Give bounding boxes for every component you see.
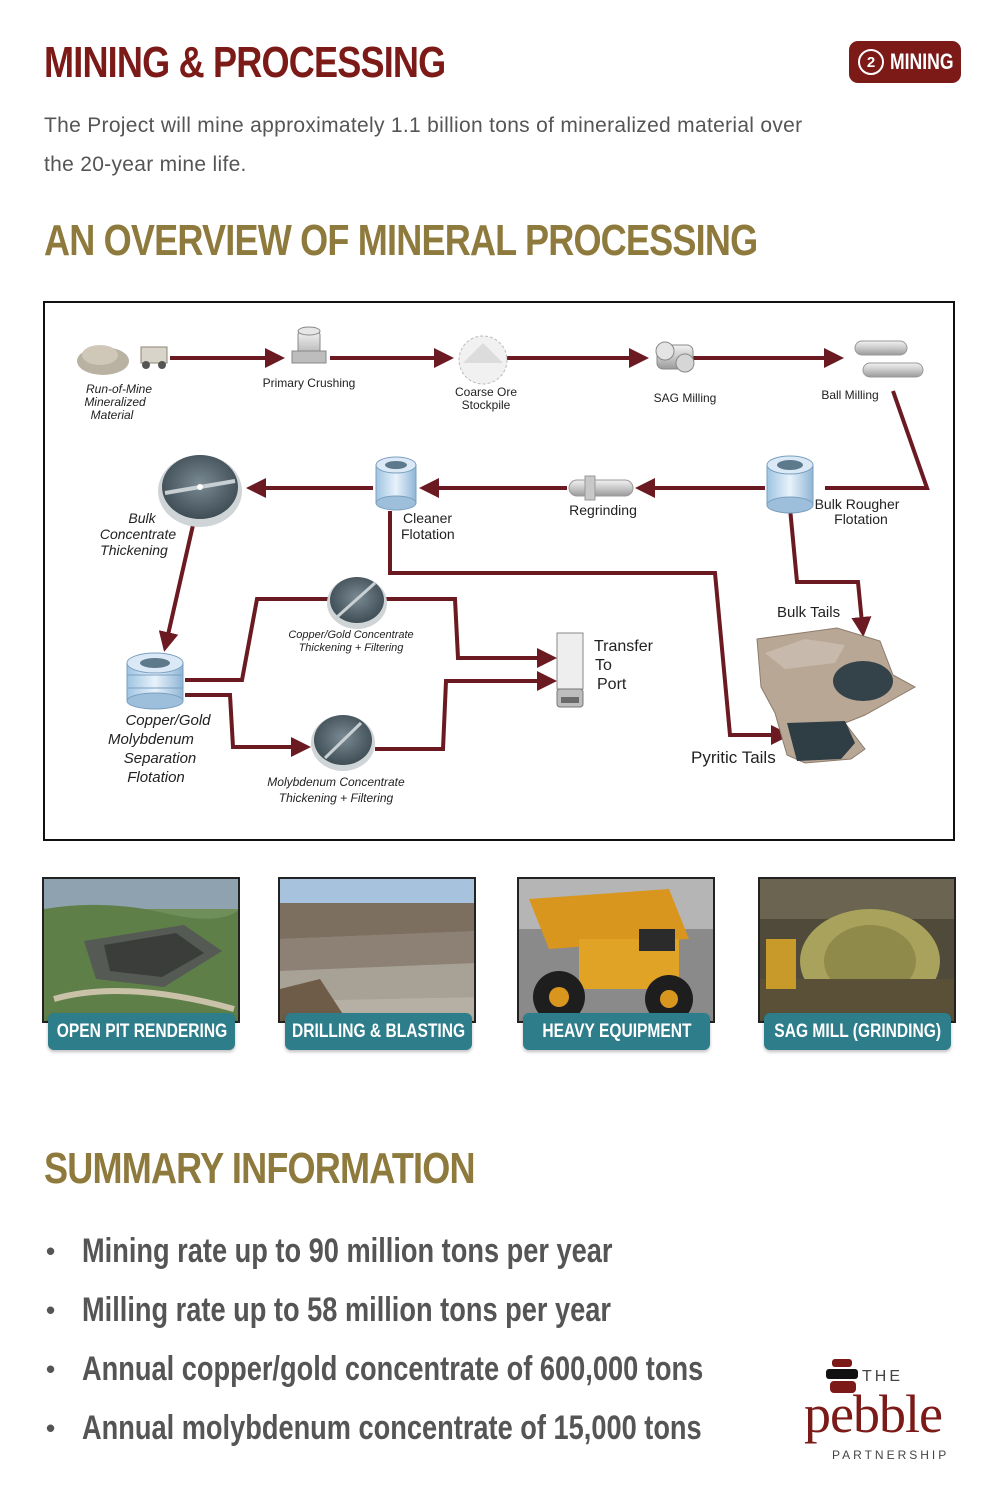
heavy-equipment-photo xyxy=(517,877,715,1023)
page-title: MINING & PROCESSING xyxy=(44,38,446,87)
logo-word: pebble xyxy=(804,1384,943,1444)
label-bulk-thickening-1: Bulk xyxy=(128,510,156,526)
label-run-of-mine-2: Mineralized xyxy=(84,395,146,409)
drilling-blasting-button[interactable]: DRILLING & BLASTING xyxy=(285,1013,472,1050)
summary-item: •Annual copper/gold concentrate of 600,0… xyxy=(44,1340,744,1399)
drilling-blasting-photo xyxy=(278,877,476,1023)
pebble-partnership-logo: THE pebble PARTNERSHIP xyxy=(800,1355,960,1465)
sag-mill-photo xyxy=(758,877,956,1023)
regrind-mill-icon xyxy=(568,475,634,501)
label-coarse-ore-1: Coarse Ore xyxy=(455,385,517,399)
intro-text: The Project will mine approximately 1.1 … xyxy=(44,114,803,176)
bulk-thickener-icon xyxy=(158,455,242,527)
crusher-icon xyxy=(291,326,327,364)
label-transfer-3: Port xyxy=(597,676,627,693)
label-bulk-thickening-2: Concentrate xyxy=(100,526,176,542)
label-transfer-2: To xyxy=(595,657,612,674)
label-cu-au-thickening-2: Thickening + Filtering xyxy=(299,642,405,654)
cleaner-tank-icon xyxy=(375,456,417,511)
summary-item: •Milling rate up to 58 million tons per … xyxy=(44,1281,744,1340)
label-separation-4: Flotation xyxy=(127,769,185,786)
sag-mill-icon xyxy=(655,341,695,373)
summary-item: •Annual molybdenum concentrate of 15,000… xyxy=(44,1399,744,1458)
label-regrinding: Regrinding xyxy=(569,502,637,518)
open-pit-rendering-photo xyxy=(42,877,240,1023)
label-ball-milling: Ball Milling xyxy=(821,388,878,402)
badge-number: 2 xyxy=(858,49,884,75)
label-cu-au-thickening-1: Copper/Gold Concentrate xyxy=(288,629,413,641)
bullet-icon: • xyxy=(46,1413,56,1443)
label-bulk-rougher-1: Bulk Rougher xyxy=(815,496,900,512)
label-bulk-thickening-3: Thickening xyxy=(100,542,168,558)
logo-subtitle: PARTNERSHIP xyxy=(832,1448,950,1462)
ball-mill-icon xyxy=(854,340,924,378)
label-transfer-1: Transfer xyxy=(594,638,654,655)
stockpile-icon xyxy=(458,335,508,385)
label-separation-3: Separation xyxy=(124,750,197,767)
pebble-stones-icon xyxy=(826,1359,858,1393)
label-bulk-rougher-2: Flotation xyxy=(834,511,888,527)
label-bulk-tails: Bulk Tails xyxy=(777,604,840,621)
label-pyritic-tails: Pyritic Tails xyxy=(691,748,776,767)
label-primary-crushing: Primary Crushing xyxy=(263,376,356,390)
label-separation-2: Molybdenum xyxy=(108,731,194,748)
process-flow-diagram: Run-of-Mine Mineralized Material Primary… xyxy=(43,301,955,841)
sag-mill-button[interactable]: SAG MILL (GRINDING) xyxy=(764,1013,951,1050)
rougher-tank-icon xyxy=(766,455,814,514)
logo-the: THE xyxy=(862,1368,903,1385)
label-coarse-ore-2: Stockpile xyxy=(462,398,511,412)
moly-thickener-icon xyxy=(311,715,375,771)
separation-tank-icon xyxy=(126,652,184,710)
cu-au-thickener-icon xyxy=(327,577,387,629)
label-separation-1: Copper/Gold xyxy=(125,712,211,729)
label-cleaner-2: Flotation xyxy=(401,526,455,542)
label-run-of-mine-1: Run-of-Mine xyxy=(86,382,152,396)
heavy-equipment-button[interactable]: HEAVY EQUIPMENT xyxy=(523,1013,710,1050)
tailings-facility-icon xyxy=(756,627,917,764)
label-moly-thickening-1: Molybdenum Concentrate xyxy=(267,775,405,789)
bullet-icon: • xyxy=(46,1295,56,1325)
badge-label: MINING xyxy=(890,49,954,74)
summary-item: •Mining rate up to 90 million tons per y… xyxy=(44,1222,744,1281)
overview-title: AN OVERVIEW OF MINERAL PROCESSING xyxy=(44,216,758,265)
bullet-icon: • xyxy=(46,1354,56,1384)
section-badge: 2 MINING xyxy=(849,41,961,83)
truck-icon xyxy=(556,632,584,708)
bullet-icon: • xyxy=(46,1236,56,1266)
open-pit-rendering-button[interactable]: OPEN PIT RENDERING xyxy=(48,1013,235,1050)
label-sag-milling: SAG Milling xyxy=(654,391,717,405)
label-cleaner-1: Cleaner xyxy=(403,510,452,526)
summary-title: SUMMARY INFORMATION xyxy=(44,1144,476,1193)
label-run-of-mine-3: Material xyxy=(91,408,134,422)
summary-list: •Mining rate up to 90 million tons per y… xyxy=(44,1222,744,1458)
label-moly-thickening-2: Thickening + Filtering xyxy=(279,791,394,805)
flow-lines xyxy=(158,348,930,757)
ore-pile-icon xyxy=(77,345,168,375)
